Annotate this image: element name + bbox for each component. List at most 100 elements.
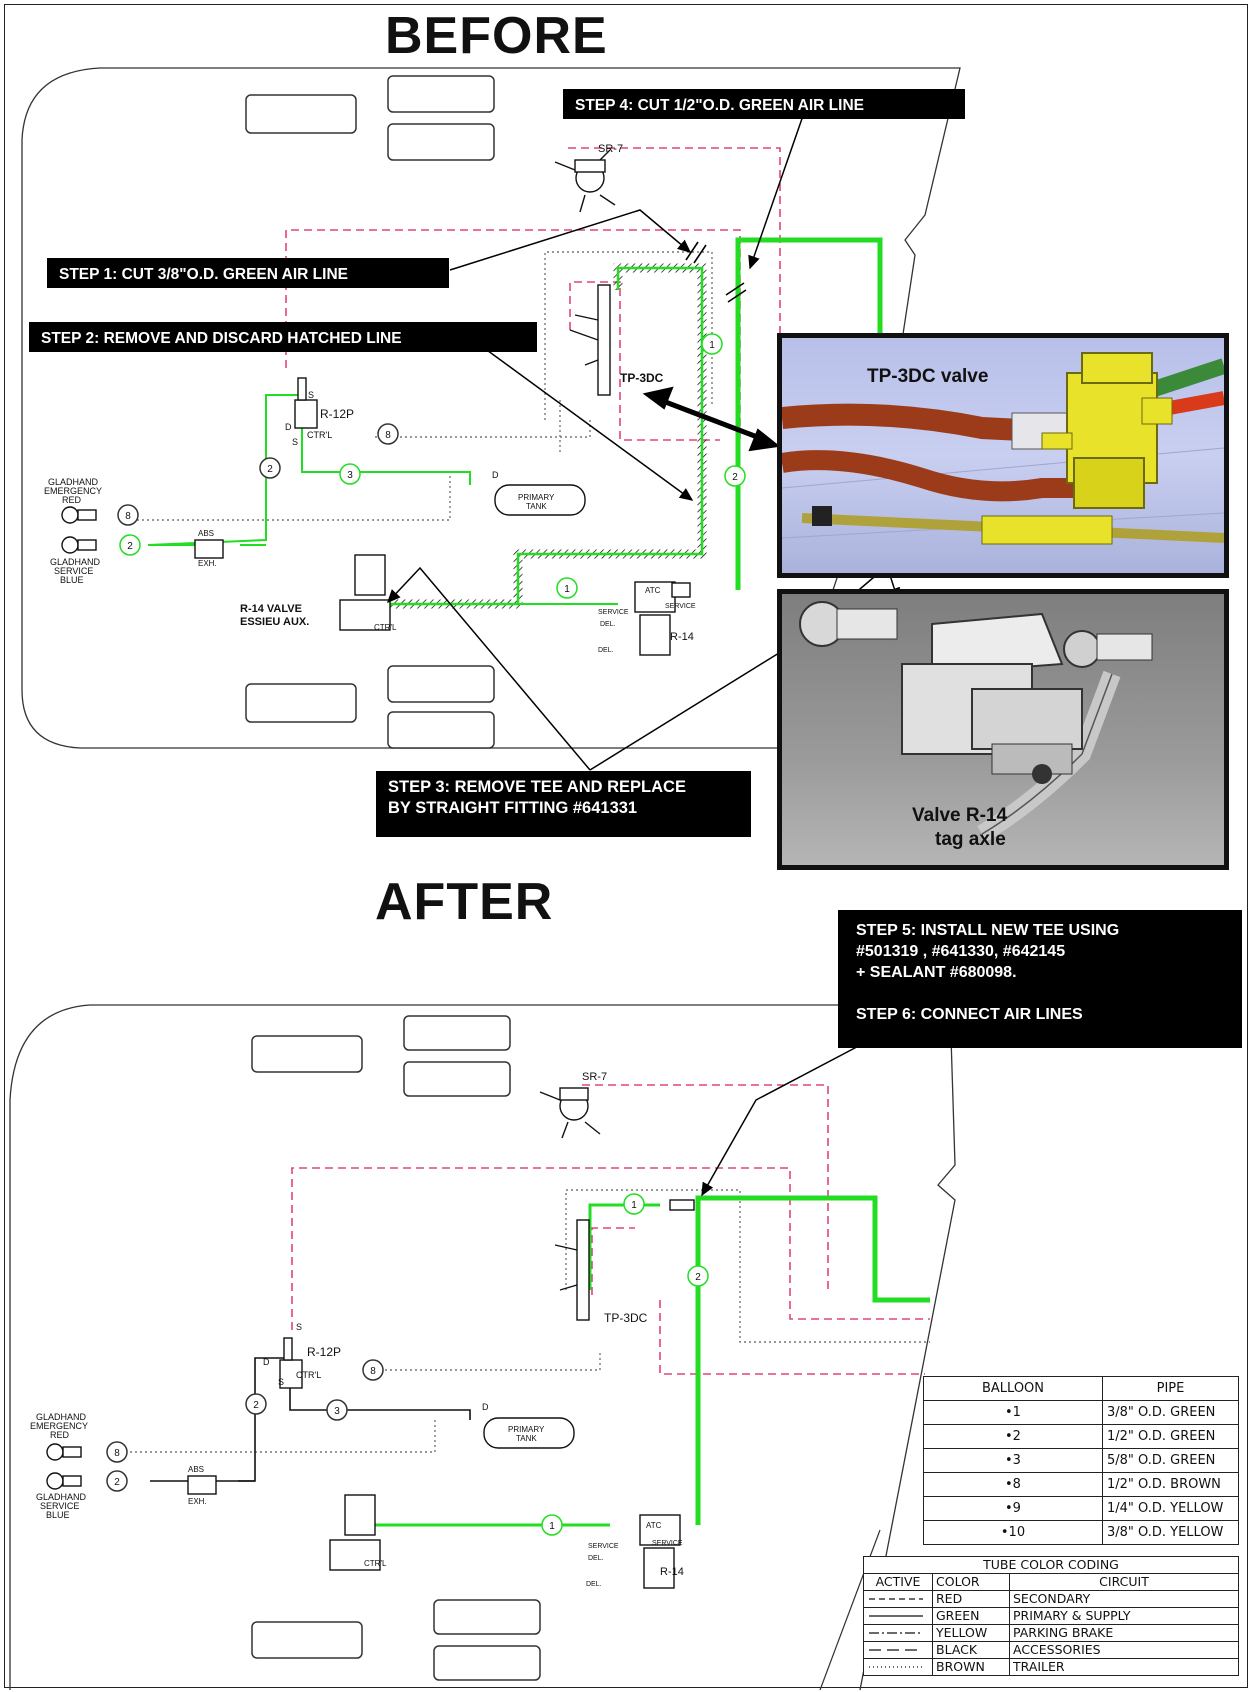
abs-label-before: ABS	[198, 529, 214, 538]
gladhand-emergency-before-2: EMERGENCY	[44, 486, 102, 496]
service-label-after-2: SERVICE	[588, 1543, 619, 1550]
balloon-1-after-a: 1	[631, 1200, 637, 1211]
primary-tank-label-before-1: PRIMARY	[518, 493, 555, 502]
after-components	[187, 1087, 695, 1589]
pipe-header: PIPE	[1102, 1376, 1239, 1401]
atc-label-after: ATC	[646, 1521, 662, 1530]
step5-6-label: STEP 5: INSTALL NEW TEE USING #501319 , …	[838, 910, 1242, 1048]
after-gladhands	[46, 1443, 82, 1490]
after-wheels	[251, 1015, 541, 1681]
r14-render	[799, 601, 1153, 842]
circuit-cell: PARKING BRAKE	[1009, 1624, 1239, 1642]
balloon-cell: •1	[923, 1400, 1103, 1425]
sr7-label-after: SR-7	[582, 1071, 607, 1083]
balloon-cell: •10	[923, 1520, 1103, 1545]
pipe-cell: 1/4" O.D. YELLOW	[1102, 1496, 1239, 1521]
gladhand-emergency-after-1: GLADHAND	[36, 1412, 87, 1422]
pipe-cell: 1/2" O.D. GREEN	[1102, 1424, 1239, 1449]
color-cell: GREEN	[932, 1607, 1010, 1625]
exh-label-after: EXH.	[188, 1497, 207, 1506]
del-label-after: DEL.	[588, 1555, 604, 1562]
line-sample-longdash	[863, 1641, 933, 1659]
port-s2-r12p-before: S	[292, 437, 298, 447]
balloon-2-before-c: 2	[127, 541, 133, 552]
gladhand-emergency-after-2: EMERGENCY	[30, 1421, 88, 1431]
tube-color-coding-table: TUBE COLOR CODING ACTIVE COLOR CIRCUIT R…	[863, 1556, 1239, 1676]
balloon-3-before: 3	[347, 470, 353, 481]
after-title: AFTER	[375, 873, 554, 931]
gladhand-service-before-3: BLUE	[60, 575, 84, 585]
before-green-hatched	[384, 263, 707, 609]
cut-marks	[685, 241, 747, 303]
del-label-before: DEL.	[600, 621, 616, 628]
circuit-cell: TRAILER	[1009, 1658, 1239, 1676]
balloon-1-before-b: 1	[564, 584, 570, 595]
ctrl-label-r14v-after: CTR'L	[364, 1559, 387, 1568]
pipe-cell: 1/2" O.D. BROWN	[1102, 1472, 1239, 1497]
balloon-8-before-a: 8	[385, 430, 391, 441]
pipe-cell: 5/8" O.D. GREEN	[1102, 1448, 1239, 1473]
r14-label-before: R-14	[670, 631, 694, 643]
step2-label: STEP 2: REMOVE AND DISCARD HATCHED LINE	[29, 322, 537, 352]
primary-tank-label-before-2: TANK	[526, 502, 547, 511]
after-leader-line	[701, 1039, 871, 1197]
balloon-1-after-b: 1	[549, 1521, 555, 1532]
color-cell: YELLOW	[932, 1624, 1010, 1642]
pipe-cell: 3/8" O.D. GREEN	[1102, 1400, 1239, 1425]
gladhand-service-after-1: GLADHAND	[36, 1492, 87, 1502]
r12p-label-after: R-12P	[307, 1345, 341, 1359]
r14-label-after: R-14	[660, 1566, 684, 1578]
port-s2-r12p-after: S	[278, 1377, 284, 1387]
service-label-after: SERVICE	[652, 1540, 683, 1547]
del-label-after-2: DEL.	[586, 1581, 602, 1588]
after-black-lines	[150, 1357, 471, 1482]
balloon-cell: •3	[923, 1448, 1103, 1473]
step3-label: STEP 3: REMOVE TEE AND REPLACE BY STRAIG…	[376, 771, 751, 837]
line-sample-dotted	[863, 1658, 933, 1676]
active-header: ACTIVE	[863, 1573, 933, 1591]
r12p-label-before: R-12P	[320, 407, 354, 421]
before-balloons	[117, 333, 746, 599]
step4-label: STEP 4: CUT 1/2"O.D. GREEN AIR LINE	[563, 89, 965, 119]
port-d-tank-before: D	[492, 470, 499, 480]
circuit-cell: SECONDARY	[1009, 1590, 1239, 1608]
circuit-cell: ACCESSORIES	[1009, 1641, 1239, 1659]
color-table-title-row: TUBE COLOR CODING	[863, 1556, 1239, 1574]
before-dotted-lines	[132, 251, 713, 521]
pipe-cell: 3/8" O.D. YELLOW	[1102, 1520, 1239, 1545]
ctrl-label-before: CTR'L	[307, 430, 332, 440]
port-d-r12p-before: D	[285, 422, 292, 432]
r14-photo-label-line2: tag axle	[935, 829, 1006, 850]
table-row: YELLOW PARKING BRAKE	[863, 1624, 1239, 1642]
line-sample-solid	[863, 1607, 933, 1625]
primary-tank-label-after-2: TANK	[516, 1434, 537, 1443]
balloon-2-after-c: 2	[114, 1477, 120, 1488]
balloon-2-before-b: 2	[267, 464, 273, 475]
gladhand-service-before-1: GLADHAND	[50, 557, 101, 567]
balloon-cell: •8	[923, 1472, 1103, 1497]
atc-label-before: ATC	[645, 586, 661, 595]
table-row: BLACK ACCESSORIES	[863, 1641, 1239, 1659]
after-green-thick	[695, 1195, 930, 1525]
balloon-8-after-a: 8	[370, 1366, 376, 1377]
primary-tank-label-after-1: PRIMARY	[508, 1425, 545, 1434]
gladhand-service-before-2: SERVICE	[54, 566, 93, 576]
tp3dc-render	[782, 352, 1224, 545]
balloon-1-before-a: 1	[709, 340, 715, 351]
line-sample-dashdot	[863, 1624, 933, 1642]
color-cell: BROWN	[932, 1658, 1010, 1676]
port-d-r12p-after: D	[263, 1357, 270, 1367]
tp3dc-double-arrow	[642, 386, 781, 452]
r14-valve-label-2: ESSIEU AUX.	[240, 616, 309, 628]
service-label-before: SERVICE	[665, 603, 696, 610]
color-cell: RED	[932, 1590, 1010, 1608]
after-balloons	[106, 1193, 709, 1536]
abs-label-after: ABS	[188, 1465, 204, 1474]
